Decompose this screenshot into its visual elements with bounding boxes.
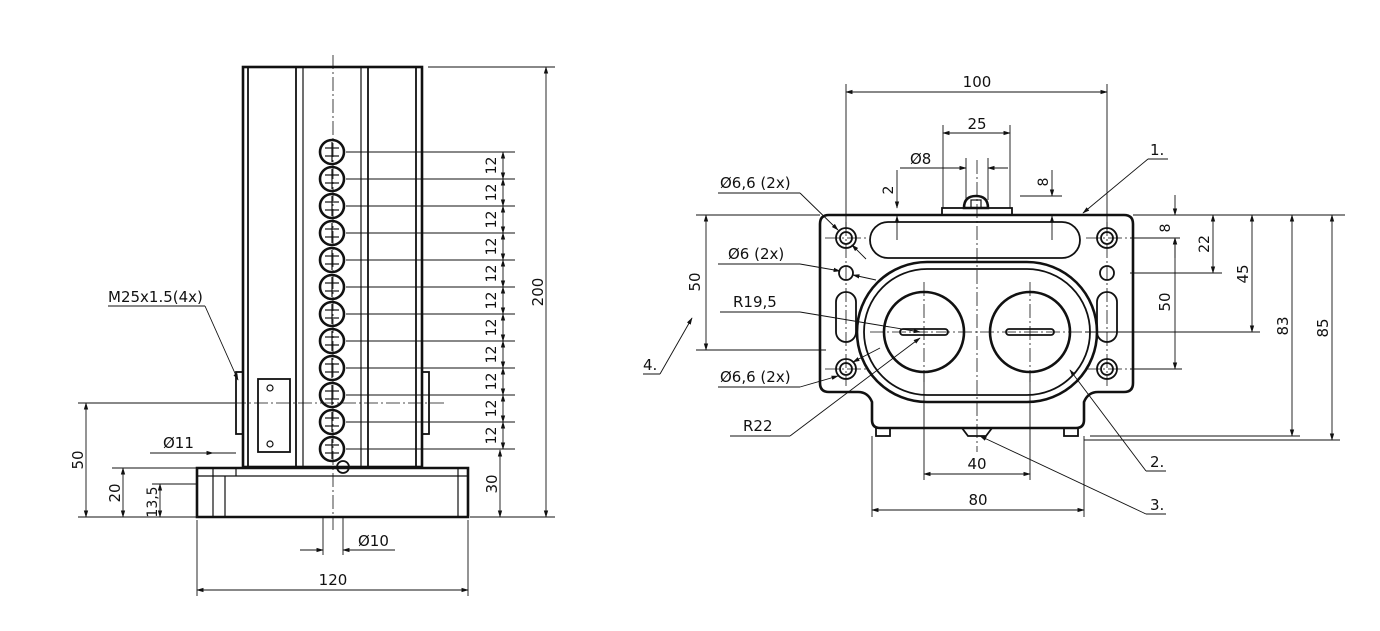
dim-dia-11: Ø11 [150, 434, 236, 456]
dim-30: 30 [483, 449, 503, 518]
dim-40: 40 [923, 372, 1031, 480]
svg-text:45: 45 [1234, 264, 1252, 283]
pitch-dimensions: 12 12 12 12 12 12 12 12 12 12 12 [346, 151, 515, 450]
pitch-label: 12 [484, 400, 500, 418]
side-terminal-plate [257, 378, 291, 453]
svg-text:40: 40 [967, 455, 986, 473]
svg-text:50: 50 [1156, 292, 1174, 311]
svg-text:100: 100 [963, 73, 992, 91]
svg-text:2: 2 [881, 186, 897, 195]
side-view: M25x1.5(4x) 200 30 50 20 [69, 55, 555, 596]
pitch-label: 12 [484, 346, 500, 364]
svg-text:2.: 2. [1150, 453, 1164, 471]
plunger-ring [318, 138, 346, 166]
dim-13-5: 13,5 [145, 483, 197, 518]
svg-text:20: 20 [106, 483, 124, 502]
svg-text:30: 30 [483, 474, 501, 493]
dim-right-83: 83 [1090, 214, 1300, 437]
svg-text:22: 22 [1197, 235, 1213, 253]
svg-text:13,5: 13,5 [145, 486, 161, 517]
dim-25: 25 [942, 115, 1011, 208]
pitch-label: 12 [484, 211, 500, 229]
callout-r19-5: R19,5 [720, 293, 921, 334]
dim-dia-8: Ø8 [900, 150, 1008, 200]
dim-120: 120 [196, 520, 469, 596]
plunger-ring [318, 435, 346, 463]
svg-text:Ø6,6 (2x): Ø6,6 (2x) [720, 174, 791, 192]
svg-text:3.: 3. [1150, 496, 1164, 514]
svg-text:50: 50 [686, 272, 704, 291]
dim-200: 200 [428, 66, 555, 518]
svg-text:120: 120 [319, 571, 348, 589]
callout-1: 1. [1082, 141, 1168, 214]
callout-3: 3. [979, 435, 1166, 515]
plunger-ring [318, 246, 346, 274]
svg-text:Ø10: Ø10 [358, 532, 389, 550]
svg-text:Ø6,6 (2x): Ø6,6 (2x) [720, 368, 791, 386]
dim-20: 20 [106, 467, 197, 518]
top-slot [869, 221, 1081, 259]
pitch-label: 12 [484, 184, 500, 202]
plunger-ring [318, 219, 346, 247]
plunger-stack [318, 138, 346, 463]
dim-right-85: 85 [1084, 214, 1340, 441]
dim-right-50: 50 [1130, 237, 1182, 370]
pitch-label: 12 [484, 238, 500, 256]
callout-4: 4. [643, 317, 693, 375]
svg-text:Ø11: Ø11 [163, 434, 194, 452]
svg-text:200: 200 [529, 278, 547, 307]
svg-text:80: 80 [968, 491, 987, 509]
plunger-ring [318, 300, 346, 328]
dim-dia-10: Ø10 [300, 517, 395, 555]
svg-text:85: 85 [1314, 318, 1332, 337]
plunger-ring [318, 381, 346, 409]
side-base [195, 466, 470, 519]
plunger-ring [318, 165, 346, 193]
dim-right-45: 45 [1085, 214, 1260, 333]
plunger-ring [318, 273, 346, 301]
dim-50-front-left: 50 [686, 214, 826, 351]
callout-dia-6-6-bottom: Ø6,6 (2x) [718, 347, 881, 388]
pitch-label: 12 [484, 373, 500, 391]
mounting-holes [835, 227, 1118, 380]
svg-text:4.: 4. [643, 356, 657, 374]
pitch-label: 12 [484, 427, 500, 445]
callout-2: 2. [1069, 369, 1166, 472]
plunger-ring [318, 408, 346, 436]
svg-text:25: 25 [967, 115, 986, 133]
pitch-label: 12 [484, 265, 500, 283]
drain-hole [336, 460, 350, 474]
dim-8-top: 8 [1020, 170, 1062, 240]
svg-text:8: 8 [1158, 224, 1174, 233]
dim-right-22: 22 [1130, 214, 1222, 274]
callout-dia-6-6-top: Ø6,6 (2x) [718, 174, 867, 260]
svg-text:83: 83 [1274, 316, 1292, 335]
pitch-label: 12 [484, 157, 500, 175]
plunger-ring [318, 192, 346, 220]
svg-text:Ø8: Ø8 [910, 150, 931, 168]
dim-2: 2 [881, 170, 900, 240]
pitch-label: 12 [484, 292, 500, 310]
pitch-label: 12 [484, 319, 500, 337]
dim-right-8: 8 [1130, 195, 1345, 258]
dim-100: 100 [845, 73, 1108, 230]
thread-leader [204, 305, 239, 381]
svg-text:8: 8 [1036, 178, 1052, 187]
dim-80: 80 [871, 436, 1085, 517]
dim-50-side: 50 [69, 402, 235, 518]
svg-text:R22: R22 [743, 417, 773, 435]
svg-text:R19,5: R19,5 [733, 293, 777, 311]
svg-text:50: 50 [69, 450, 87, 469]
svg-text:1.: 1. [1150, 141, 1164, 159]
front-view: 100 25 Ø8 2 8 [643, 73, 1345, 517]
plunger-ring [318, 354, 346, 382]
front-flange [818, 213, 1135, 430]
plunger-ring [318, 327, 346, 355]
callout-dia-6: Ø6 (2x) [718, 245, 877, 281]
front-centerlines [825, 160, 1128, 452]
svg-text:Ø6 (2x): Ø6 (2x) [728, 245, 784, 263]
callout-r22: R22 [730, 337, 921, 437]
thread-callout: M25x1.5(4x) [108, 288, 203, 306]
